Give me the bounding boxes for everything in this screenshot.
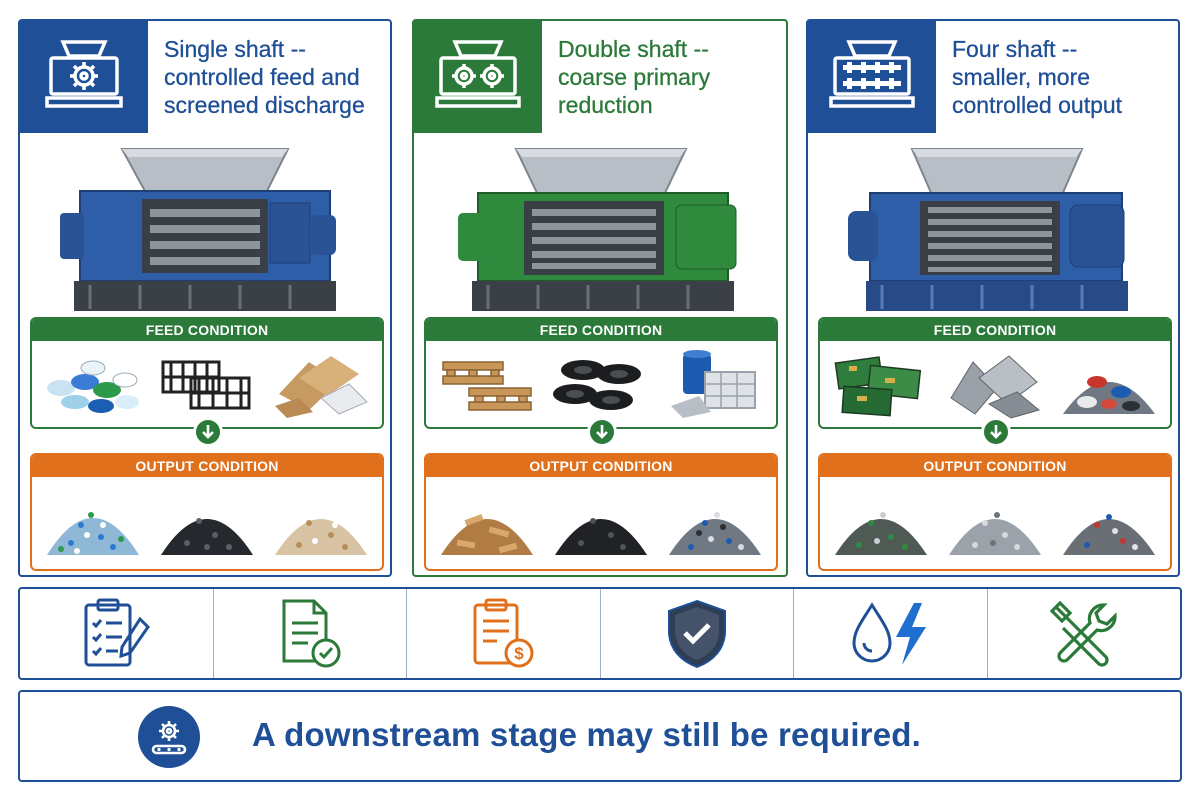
conveyor-gear-icon	[138, 706, 200, 768]
icon-cell	[794, 589, 988, 678]
icon-cell: $	[407, 589, 601, 678]
circuit-boards-image	[834, 356, 922, 417]
feed-condition-panel: FEED CONDITION	[424, 317, 778, 429]
checklist-clipboard-icon	[84, 598, 151, 666]
icon-cell	[601, 589, 794, 678]
black-plastic-flakes-image	[161, 518, 253, 555]
downstream-stage-banner: A downstream stage may still be required…	[18, 690, 1182, 782]
rubber-chunks-image	[555, 518, 647, 555]
document-approved-icon	[282, 599, 341, 667]
double-shaft-icon	[435, 40, 521, 108]
down-arrow-icon	[193, 417, 223, 447]
icon-cell	[214, 589, 407, 678]
down-arrow-icon	[981, 417, 1011, 447]
output-condition-label: OUTPUT CONDITION	[820, 455, 1170, 477]
down-arrow-icon	[587, 417, 617, 447]
feed-condition-label: FEED CONDITION	[820, 319, 1170, 341]
paper-shreds-image	[275, 512, 367, 555]
plastic-crates-image	[161, 360, 251, 410]
double-shaft-shredder-image	[458, 148, 737, 311]
icon-cell	[988, 589, 1181, 678]
column-title: Single shaft -- controlled feed and scre…	[164, 36, 365, 118]
header-icon-box	[808, 21, 936, 133]
shredder-column-double-shaft: Double shaft -- coarse primary reduction…	[412, 19, 788, 577]
icon-cell	[20, 589, 214, 678]
feed-condition-panel: FEED CONDITION	[818, 317, 1172, 429]
water-energy-icon	[852, 601, 927, 665]
single-shaft-icon	[45, 40, 123, 108]
safety-shield-icon	[667, 599, 726, 668]
wooden-pallets-image	[442, 361, 532, 411]
tires-image	[553, 360, 641, 410]
single-shaft-shredder-image	[60, 148, 336, 311]
wood-chunks-image	[441, 514, 533, 555]
shredder-column-single-shaft: Single shaft -- controlled feed and scre…	[18, 19, 392, 577]
metal-scrap-image	[950, 355, 1041, 419]
output-condition-label: OUTPUT CONDITION	[426, 455, 776, 477]
maintenance-tools-icon	[1049, 600, 1117, 667]
cardboard-paper-image	[275, 356, 368, 418]
output-condition-panel: OUTPUT CONDITION	[30, 453, 384, 571]
four-shaft-icon	[829, 40, 915, 108]
feed-condition-label: FEED CONDITION	[426, 319, 776, 341]
considerations-icon-bar: $	[18, 587, 1182, 680]
cost-clipboard-icon: $	[473, 598, 534, 667]
banner-message: A downstream stage may still be required…	[252, 716, 922, 753]
output-condition-panel: OUTPUT CONDITION	[818, 453, 1172, 571]
e-waste-granules-image	[835, 512, 927, 555]
header-icon-box	[414, 21, 542, 133]
drums-and-bales-image	[671, 350, 756, 418]
svg-text:$: $	[515, 644, 525, 663]
plastic-flakes-image	[47, 512, 139, 555]
mixed-scrap-image	[669, 512, 761, 555]
output-condition-label: OUTPUT CONDITION	[32, 455, 382, 477]
header-icon-box	[20, 21, 148, 133]
mixed-granules-image	[1063, 514, 1155, 555]
four-shaft-shredder-image	[848, 148, 1128, 311]
output-condition-panel: OUTPUT CONDITION	[424, 453, 778, 571]
shredder-column-four-shaft: Four shaft -- smaller, more controlled o…	[806, 19, 1180, 577]
feed-condition-panel: FEED CONDITION	[30, 317, 384, 429]
feed-condition-label: FEED CONDITION	[32, 319, 382, 341]
column-title: Four shaft -- smaller, more controlled o…	[952, 36, 1123, 118]
mixed-textiles-image	[1063, 376, 1155, 414]
column-title: Double shaft -- coarse primary reduction	[558, 36, 711, 118]
plastic-bottles-image	[47, 360, 139, 413]
metal-granules-image	[949, 512, 1041, 555]
